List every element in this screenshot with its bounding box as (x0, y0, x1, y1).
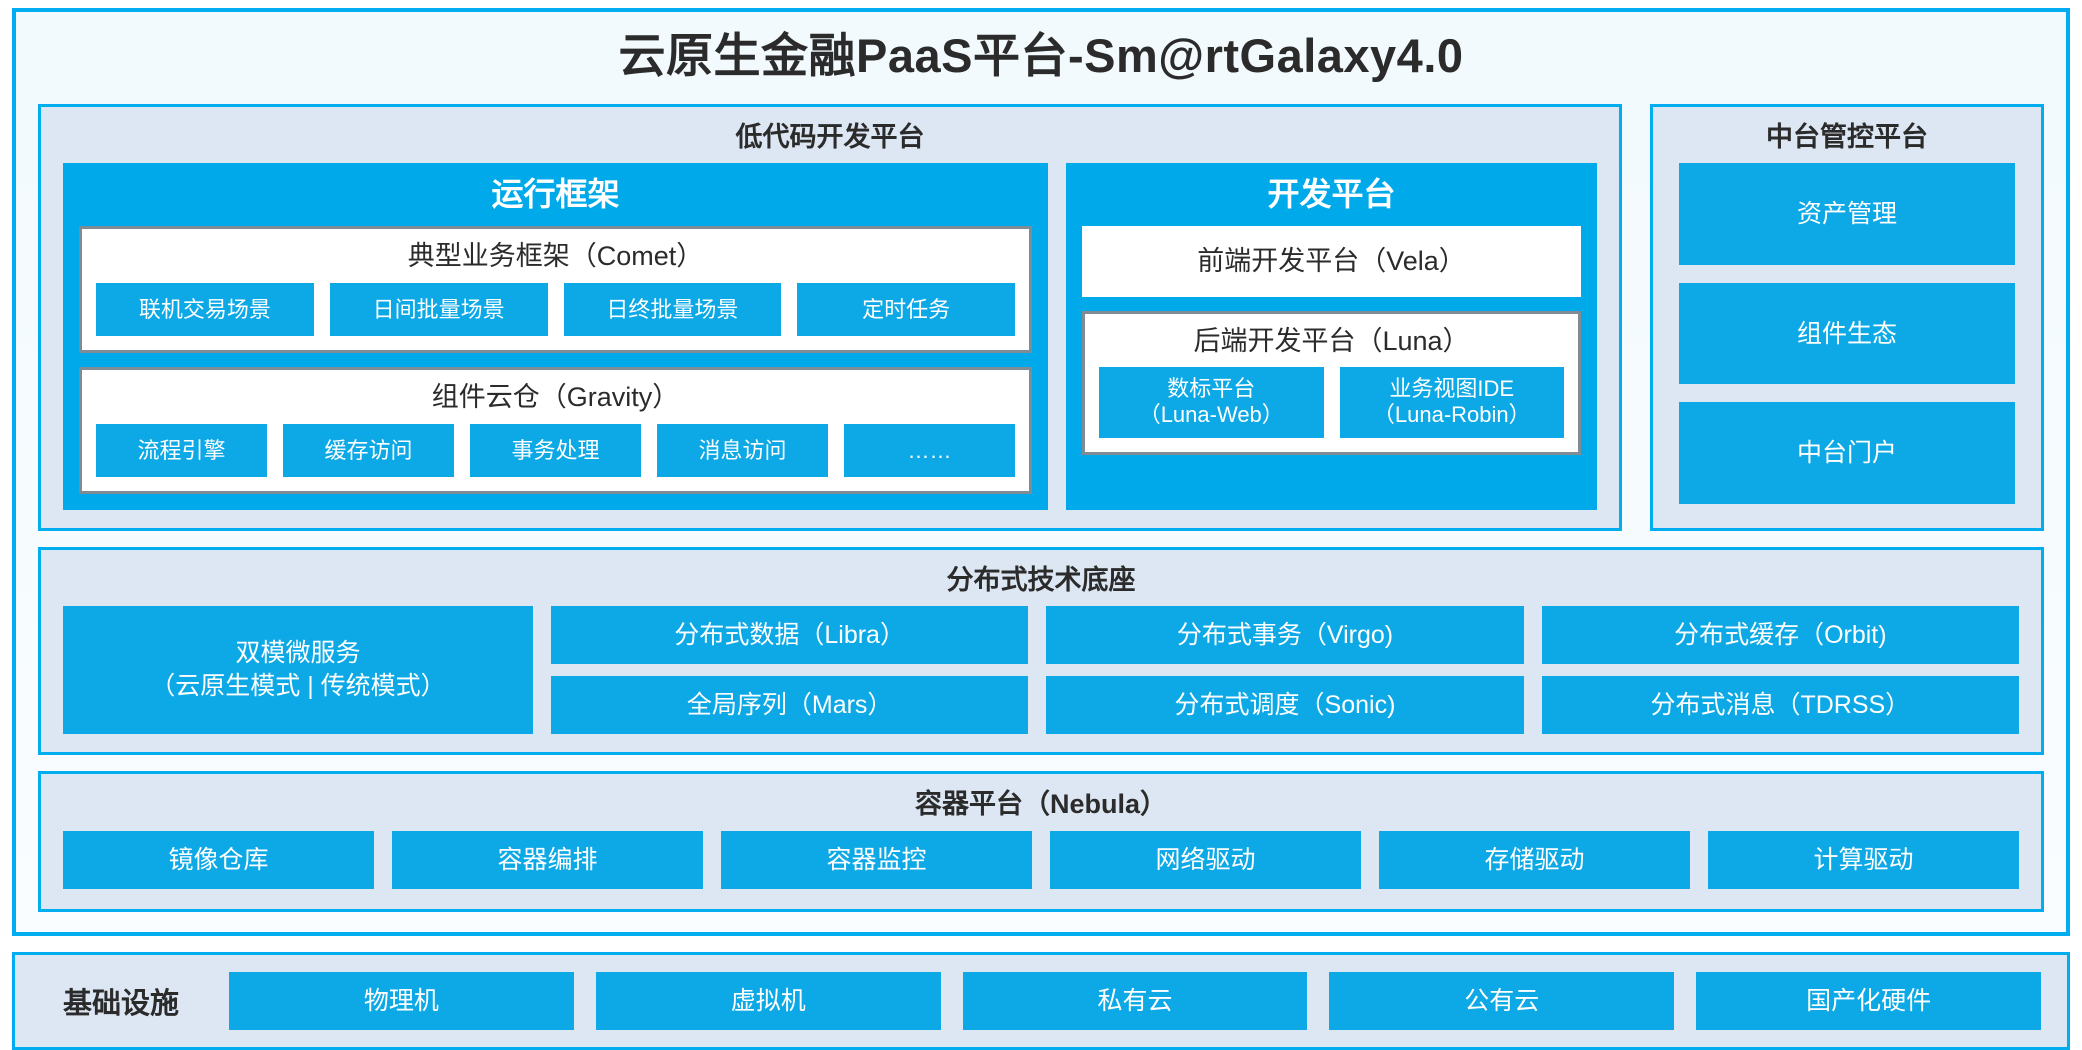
midoffice-platform-title: 中台管控平台 (1766, 121, 1928, 152)
backend-chip-luna-web[interactable]: 数标平台 （Luna-Web） (1099, 367, 1324, 438)
dual-mode-microservice-cell[interactable]: 双模微服务 （云原生模式 | 传统模式） (63, 606, 533, 735)
gravity-chip-row: 流程引擎 缓存访问 事务处理 消息访问 …… (96, 423, 1015, 478)
runtime-cards: 典型业务框架（Comet） 联机交易场景 日间批量场景 日终批量场景 定时任务 (79, 226, 1032, 495)
container-platform-title: 容器平台（Nebula） (914, 789, 1168, 820)
gravity-chip[interactable]: 缓存访问 (283, 423, 454, 478)
infrastructure-panel: 基础设施 物理机 虚拟机 私有云 公有云 国产化硬件 (12, 951, 2070, 1050)
frontend-platform-bar[interactable]: 前端开发平台（Vela） (1082, 226, 1581, 297)
dual-mode-line2: （云原生模式 | 传统模式） (150, 672, 446, 701)
gravity-chip[interactable]: 消息访问 (657, 423, 828, 478)
container-platform-body: 镜像仓库 容器编排 容器监控 网络驱动 存储驱动 计算驱动 (41, 830, 2041, 909)
container-cell[interactable]: 网络驱动 (1050, 830, 1361, 889)
backend-platform-card: 后端开发平台（Luna） 数标平台 （Luna-Web） 业务视图IDE （Lu… (1082, 310, 1581, 455)
backend-chip-name: 数标平台 (1167, 376, 1256, 402)
backend-chip-luna-robin[interactable]: 业务视图IDE （Luna-Robin） (1339, 367, 1564, 438)
midoffice-item-list: 资产管理 组件生态 中台门户 (1679, 163, 2015, 505)
container-cell[interactable]: 计算驱动 (1708, 830, 2019, 889)
comet-chip-row: 联机交易场景 日间批量场景 日终批量场景 定时任务 (96, 282, 1015, 337)
backend-chip-sub: （Luna-Web） (1138, 402, 1284, 428)
development-platform-title: 开发平台 (1267, 176, 1396, 213)
distributed-base-title: 分布式技术底座 (946, 565, 1136, 596)
runtime-framework-title: 运行框架 (491, 176, 620, 213)
container-cell[interactable]: 镜像仓库 (63, 830, 374, 889)
dual-mode-line1: 双模微服务 (235, 638, 361, 667)
distributed-column-2: 分布式事务（Virgo) 分布式调度（Sonic) (1046, 606, 1524, 735)
gravity-chip-more[interactable]: …… (844, 423, 1015, 478)
container-cell[interactable]: 存储驱动 (1379, 830, 1690, 889)
container-cell[interactable]: 容器监控 (721, 830, 1032, 889)
distributed-column-3: 分布式缓存（Orbit) 分布式消息（TDRSS） (1541, 606, 2019, 735)
distributed-cell[interactable]: 全局序列（Mars） (551, 676, 1029, 735)
distributed-base-body: 双模微服务 （云原生模式 | 传统模式） 分布式数据（Libra） 全局序列（M… (41, 606, 2041, 752)
distributed-cell[interactable]: 分布式调度（Sonic) (1046, 676, 1524, 735)
backend-chip-name: 业务视图IDE (1389, 376, 1515, 402)
top-row: 低代码开发平台 运行框架 典型业务框架（Comet） 联机交易场景 日间批量场景 (38, 103, 2044, 532)
lowcode-columns: 运行框架 典型业务框架（Comet） 联机交易场景 日间批量场景 日终批量场景 … (41, 163, 1619, 511)
comet-chip[interactable]: 定时任务 (797, 282, 1015, 337)
comet-title: 典型业务框架（Comet） (407, 241, 704, 272)
midoffice-item[interactable]: 资产管理 (1679, 163, 2015, 265)
infrastructure-cell[interactable]: 国产化硬件 (1696, 971, 2041, 1030)
infrastructure-cell[interactable]: 私有云 (962, 971, 1308, 1030)
comet-chip[interactable]: 日间批量场景 (329, 282, 548, 337)
backend-chip-row: 数标平台 （Luna-Web） 业务视图IDE （Luna-Robin） (1099, 367, 1564, 438)
backend-platform-title: 后端开发平台（Luna） (1193, 325, 1470, 356)
runtime-framework-block: 运行框架 典型业务框架（Comet） 联机交易场景 日间批量场景 日终批量场景 … (63, 163, 1048, 511)
gravity-chip[interactable]: 流程引擎 (96, 423, 267, 478)
container-cell[interactable]: 容器编排 (392, 830, 703, 889)
development-platform-cards: 前端开发平台（Vela） 后端开发平台（Luna） 数标平台 （Luna-Web… (1082, 226, 1581, 455)
distributed-cell[interactable]: 分布式事务（Virgo) (1046, 606, 1524, 665)
infrastructure-cell[interactable]: 公有云 (1329, 971, 1675, 1030)
backend-chip-sub: （Luna-Robin） (1372, 402, 1531, 428)
midoffice-item[interactable]: 中台门户 (1679, 402, 2015, 505)
development-platform-block: 开发平台 前端开发平台（Vela） 后端开发平台（Luna） 数标平台 （Lun… (1066, 163, 1597, 511)
infrastructure-label: 基础设施 (63, 987, 180, 1020)
midoffice-platform-panel: 中台管控平台 资产管理 组件生态 中台门户 (1650, 103, 2044, 532)
distributed-cell[interactable]: 分布式缓存（Orbit) (1541, 606, 2019, 665)
distributed-cell[interactable]: 分布式数据（Libra） (551, 606, 1029, 665)
gravity-chip[interactable]: 事务处理 (470, 423, 641, 478)
gravity-card: 组件云仓（Gravity） 流程引擎 缓存访问 事务处理 消息访问 …… (79, 367, 1032, 495)
comet-card: 典型业务框架（Comet） 联机交易场景 日间批量场景 日终批量场景 定时任务 (79, 226, 1032, 354)
gravity-title: 组件云仓（Gravity） (431, 382, 680, 413)
distributed-cell[interactable]: 分布式消息（TDRSS） (1541, 676, 2019, 735)
container-platform-panel: 容器平台（Nebula） 镜像仓库 容器编排 容器监控 网络驱动 存储驱动 计算… (38, 771, 2044, 912)
distributed-base-panel: 分布式技术底座 双模微服务 （云原生模式 | 传统模式） 分布式数据（Libra… (38, 547, 2044, 756)
midoffice-item[interactable]: 组件生态 (1679, 282, 2015, 385)
distributed-column-1: 分布式数据（Libra） 全局序列（Mars） (551, 606, 1029, 735)
comet-chip[interactable]: 联机交易场景 (96, 282, 314, 337)
lowcode-platform-title: 低代码开发平台 (735, 121, 925, 152)
lowcode-platform-panel: 低代码开发平台 运行框架 典型业务框架（Comet） 联机交易场景 日间批量场景 (38, 103, 1622, 532)
platform-main-frame: 云原生金融PaaS平台-Sm@rtGalaxy4.0 低代码开发平台 运行框架 … (12, 8, 2070, 936)
comet-chip[interactable]: 日终批量场景 (563, 282, 782, 337)
page-title: 云原生金融PaaS平台-Sm@rtGalaxy4.0 (618, 29, 1464, 82)
infrastructure-cell[interactable]: 虚拟机 (595, 971, 941, 1030)
infrastructure-cell[interactable]: 物理机 (229, 971, 574, 1030)
